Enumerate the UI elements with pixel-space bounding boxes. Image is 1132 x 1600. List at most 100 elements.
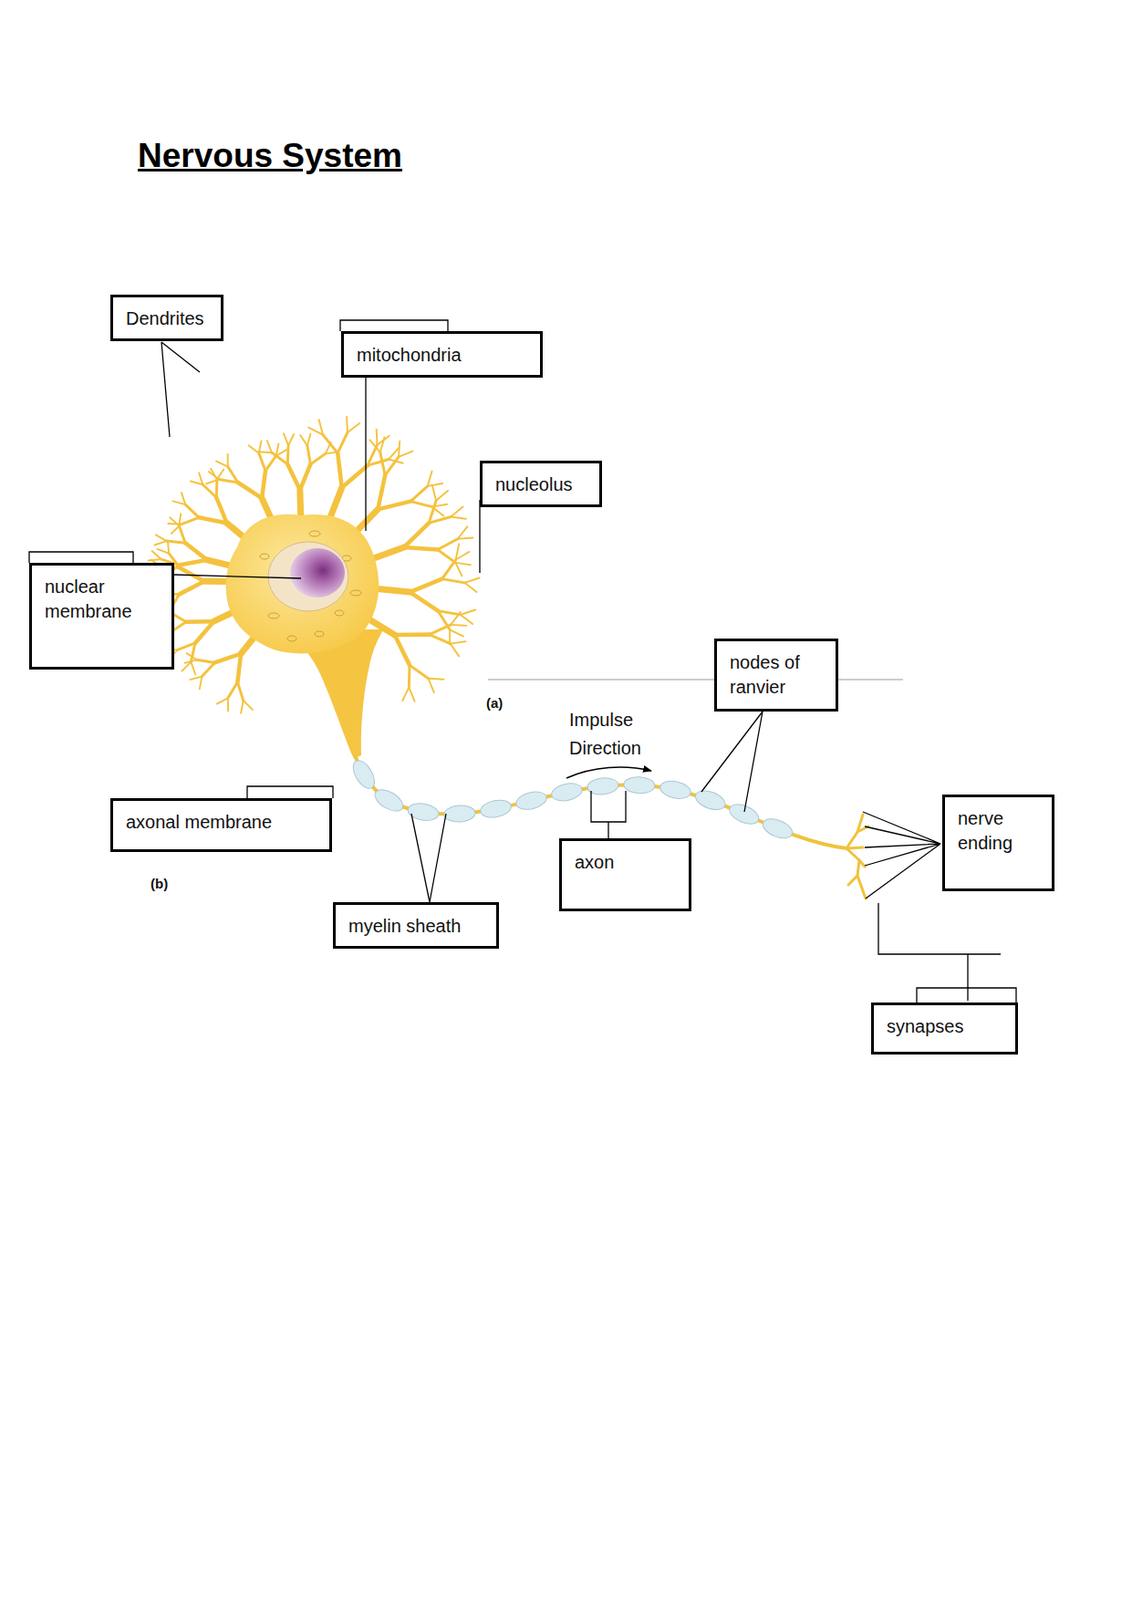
dendrite-stroke [319,419,323,436]
dendrite-stroke [409,591,438,612]
dendrite-stroke [228,682,239,699]
dendrite-stroke [215,478,219,498]
dendrite-stroke [310,453,325,465]
myelin-segment [726,799,762,828]
dendrite-stroke [186,619,214,624]
dendrite-stroke [367,458,389,466]
dendrite-stroke [398,441,400,457]
dendrite-stroke [195,621,214,644]
dendrite-stroke [178,560,208,566]
dendrite-stroke [216,461,229,468]
dendrite-stroke [437,550,457,563]
dendrite-stroke [404,522,429,548]
dendrite-stroke [189,676,202,681]
dendrite-stroke [171,524,181,534]
dendrite-stroke [428,500,437,524]
dendrite-stroke [177,643,196,650]
faint-rule [488,679,904,681]
dendrite-stroke [432,485,437,501]
dendrite-stroke [449,629,464,636]
dendrite-stroke [342,465,368,488]
dendrite-stroke [427,483,443,487]
dendrite-stroke [237,654,241,683]
dendrite-branches [148,416,480,714]
dendrite-stroke [259,453,266,471]
offset-frames [29,320,1017,1003]
dendrite-stroke [455,562,470,565]
dendrite-stroke [460,614,473,624]
dendrite-stroke [199,676,203,690]
dendrite-stroke [261,470,266,499]
dendrite-stroke [288,434,294,446]
myelin-segment [371,785,406,816]
box-label: nodes of ranvier [729,650,825,700]
dendrite-stroke [206,479,219,485]
dendrite-stroke [409,579,442,592]
dendrite-stroke [410,501,433,508]
box-label: myelin sheath [348,913,486,939]
axon-fibre [355,757,847,849]
dendrite-stroke [155,534,167,541]
dendrite-stroke [456,551,470,561]
dendrite-stroke [208,471,219,480]
myelin-segment [658,778,693,801]
dendrite-stroke [450,506,463,517]
dendrite-stroke [217,697,229,704]
page-title: Nervous System [137,136,403,176]
box-label: Dendrites [125,306,210,332]
dendrite-stroke [384,456,399,476]
box-label: nucleolus [495,472,589,498]
direction-note: Impulse Direction [569,706,670,763]
dendrite-stroke [345,416,349,433]
dendrite-stroke [394,634,410,665]
dendrite-stroke [227,454,229,468]
myelin-segment [514,789,549,813]
label-box: axon [559,838,692,912]
dendrite-stroke [429,634,451,644]
dendrite-stroke [154,540,167,545]
dendrite-stroke [286,445,291,465]
figure-tag: (a) [486,695,523,712]
dendrite-stroke [460,610,476,615]
dendrite-stroke [380,452,385,476]
dendrite-stroke [337,432,348,454]
dendrite-stroke [237,682,243,701]
dendrite-stroke [249,445,260,454]
dendrite-stroke [450,641,467,644]
dendrite-stroke [214,654,241,664]
label-box: synapses [871,1002,1018,1055]
myelin-segment [759,815,795,842]
dendrite-stroke [409,664,428,679]
dendrite-stroke [457,538,474,540]
dendrite-stroke [437,539,458,551]
figure-tag: (b) [150,875,187,893]
dendrite-stroke [181,492,186,505]
dendrite-stroke [394,632,430,637]
dendrite-stroke [265,456,277,471]
dendrite-stroke [156,549,169,554]
dendrite-stroke [201,662,215,676]
dendrite-stroke [228,467,239,483]
cell-body [226,514,380,655]
myelin-segment [623,776,655,795]
dendrite-stroke [464,582,477,592]
dendrite-stroke [216,497,228,523]
dendrite-stroke [185,504,199,518]
label-box: myelin sheath [332,902,499,949]
dendrite-stroke [186,653,198,660]
dendrite-stroke [377,475,385,509]
dendrite-stroke [450,516,466,519]
nucleus [268,541,349,612]
dendrite-stroke [377,501,411,510]
dendrite-stroke [450,612,461,625]
myelin-segment [693,787,728,814]
dendrite-stroke [369,439,380,452]
dendrite-stroke [243,700,253,710]
dendrite-stroke [380,436,385,452]
dendrite-stroke [410,486,428,502]
dendrite-stroke [300,464,312,490]
dendrite-stroke [402,687,409,702]
axon-terminal [846,814,869,899]
dendrite-stroke [227,697,229,711]
dendrite-stroke [427,470,433,486]
